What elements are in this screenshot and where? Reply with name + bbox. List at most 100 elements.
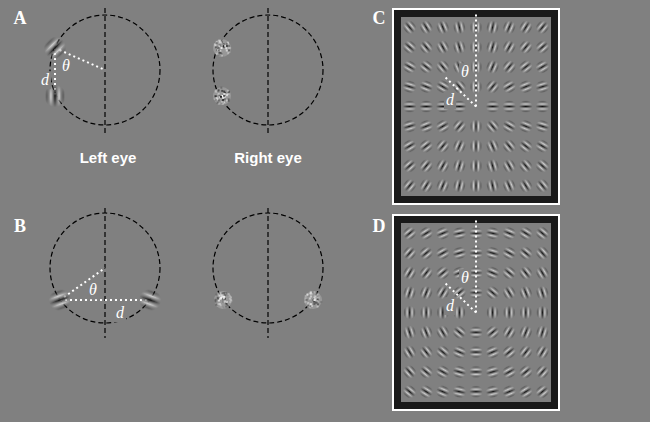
grid-gabor — [433, 263, 452, 282]
gabor-stripes — [533, 224, 552, 243]
noise-patch — [213, 39, 231, 57]
grid-gabor — [500, 383, 518, 401]
grid-gabor — [401, 324, 418, 341]
gabor-stripes — [451, 225, 467, 241]
gabor-stripes — [401, 284, 418, 301]
gabor-stripes — [500, 323, 519, 342]
noise-dot — [225, 306, 227, 308]
grid-gabor — [500, 18, 518, 36]
gabor-stripes — [517, 323, 535, 341]
grid-gabor — [469, 179, 483, 193]
grid-gabor — [533, 176, 552, 195]
grid-gabor — [516, 38, 535, 57]
grid-gabor — [401, 284, 418, 301]
gabor-stripes — [451, 19, 467, 35]
grid-gabor — [434, 224, 452, 242]
noise-dot — [313, 292, 315, 294]
grid-gabor — [484, 264, 502, 282]
gabor-stripes — [451, 384, 467, 400]
noise-dot — [217, 297, 219, 299]
grid-gabor — [500, 323, 519, 342]
gabor-stripes — [401, 324, 418, 341]
gabor-stripes — [483, 323, 502, 342]
grid-gabor — [500, 177, 518, 195]
grid-gabor — [484, 39, 501, 56]
noise-dot — [308, 303, 310, 305]
grid-gabor — [450, 323, 469, 342]
gabor-stripes — [469, 120, 483, 134]
gabor-stripes — [500, 117, 519, 136]
gabor-stripes — [417, 137, 436, 156]
grid-gabor — [469, 227, 483, 241]
grid-gabor — [516, 18, 535, 37]
gabor-stripes — [519, 100, 533, 114]
grid-gabor — [483, 323, 502, 342]
gabor-stripes — [419, 100, 433, 114]
grid-gabor — [451, 384, 467, 400]
grid-gabor — [434, 363, 453, 382]
gabor-stripes — [400, 224, 419, 243]
noise-dot — [215, 47, 217, 49]
noise-dot — [320, 301, 322, 303]
grid-gabor — [434, 18, 452, 36]
gabor-stripes — [484, 364, 501, 381]
grid-gabor — [419, 306, 433, 320]
math-symbol: θ — [459, 63, 471, 81]
grid-gabor — [419, 100, 433, 114]
noise-dot — [223, 88, 225, 90]
gabor-stripes — [486, 306, 500, 320]
grid-gabor — [485, 384, 501, 400]
gabor-stripes — [500, 283, 519, 302]
gabor-stripes — [516, 18, 535, 37]
gabor-stripes — [417, 263, 436, 282]
noise-dot — [224, 300, 226, 302]
grid-gabor — [516, 382, 535, 401]
panel-d — [393, 215, 559, 410]
gabor-stripes — [516, 156, 535, 175]
midline — [104, 8, 105, 135]
grid-gabor — [536, 306, 550, 320]
gabor-stripes — [400, 264, 419, 283]
grid-gabor — [451, 245, 468, 262]
gabor-stripes — [417, 18, 436, 37]
noise-dot — [314, 298, 316, 300]
grid-gabor — [451, 364, 468, 381]
noise-dot — [313, 303, 315, 305]
noise-dot — [314, 299, 316, 301]
grid-gabor — [417, 156, 436, 175]
gabor-stripes — [486, 100, 500, 114]
grid-gabor — [469, 159, 483, 173]
gabor-stripes — [517, 117, 535, 135]
gabor-stripes — [533, 156, 552, 175]
gabor-patch — [136, 286, 165, 315]
grid-gabor — [451, 225, 467, 241]
gabor-stripes — [500, 18, 518, 36]
grid-gabor — [484, 137, 502, 155]
gabor-stripes — [400, 137, 419, 156]
grid-gabor — [400, 58, 419, 77]
noise-dot — [307, 294, 309, 296]
gabor-stripes — [534, 78, 551, 95]
noise-dot — [222, 103, 224, 105]
noise-dot — [220, 297, 222, 299]
gabor-stripes — [516, 382, 535, 401]
noise-dot — [222, 55, 224, 57]
noise-dot — [227, 52, 229, 54]
gabor-stripes — [469, 227, 483, 241]
noise-dot — [216, 90, 218, 92]
noise-dot — [221, 294, 223, 296]
noise-dot — [220, 304, 222, 306]
gabor-stripes — [433, 343, 452, 362]
gabor-stripes — [400, 382, 419, 401]
gabor-stripes — [451, 178, 467, 194]
grid-gabor — [516, 343, 535, 362]
grid-gabor — [533, 343, 552, 362]
grid-gabor — [417, 57, 436, 76]
stimulus-patches — [39, 32, 322, 314]
grid-gabor — [516, 224, 535, 243]
gabor-stripes — [484, 39, 501, 56]
noise-dot — [311, 305, 313, 307]
gabor-stripes — [500, 383, 518, 401]
